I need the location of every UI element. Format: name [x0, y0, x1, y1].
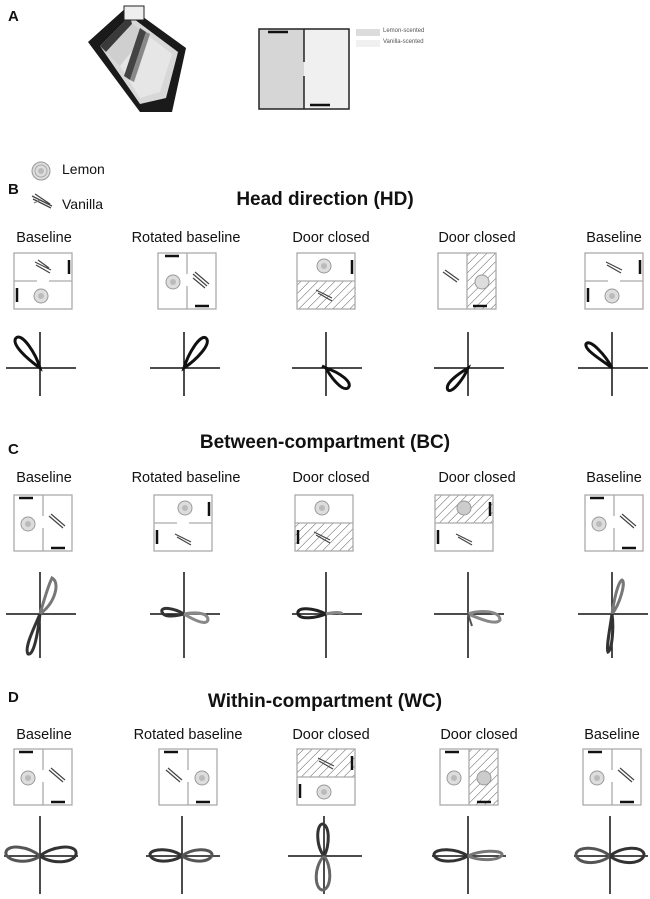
section-title-wc: Within-compartment (WC) — [207, 691, 443, 712]
column-label: Baseline — [586, 470, 642, 486]
arena-diagram — [439, 748, 499, 806]
key-vanilla-label: Vanilla — [62, 196, 103, 212]
column-label: Door closed — [438, 230, 516, 246]
polar-plot — [150, 332, 220, 396]
polar-plot — [6, 572, 76, 658]
panel-letter-d: D — [8, 689, 19, 706]
polar-plot — [578, 332, 648, 396]
column-label: Baseline — [16, 470, 72, 486]
polar-plot — [150, 572, 220, 658]
polar-plot — [292, 572, 362, 658]
column-label: Baseline — [16, 230, 72, 246]
arena-diagram — [13, 748, 73, 806]
arena-diagram — [13, 494, 73, 552]
column-label: Door closed — [438, 470, 516, 486]
legend-swatch — [356, 40, 380, 47]
legend-label: Vanilla-scented — [383, 39, 424, 45]
key-lemon-label: Lemon — [62, 161, 105, 177]
column-label: Door closed — [292, 230, 370, 246]
polar-plot — [434, 572, 504, 658]
polar-plot — [432, 816, 506, 894]
arena-diagram — [13, 252, 73, 310]
arena-3d-render — [88, 5, 186, 112]
polar-plot — [578, 572, 648, 658]
panel-letter-c: C — [8, 441, 19, 458]
vanilla-icon — [31, 193, 53, 209]
lemon-icon — [31, 161, 51, 181]
arena-diagram — [157, 252, 217, 310]
panel-letter-b: B — [8, 181, 19, 198]
column-label: Baseline — [16, 727, 72, 743]
column-label: Door closed — [292, 727, 370, 743]
polar-plot — [4, 816, 78, 894]
arena-diagram — [296, 252, 356, 310]
polar-plot — [292, 332, 362, 396]
section-title-bc: Between-compartment (BC) — [199, 432, 451, 453]
polar-plot — [146, 816, 220, 894]
panel-letter-a: A — [8, 8, 19, 25]
column-label: Baseline — [584, 727, 640, 743]
arena-diagram — [158, 748, 218, 806]
legend-swatch — [356, 29, 380, 36]
legend-label: Lemon-scented — [383, 28, 425, 34]
section-title-hd: Head direction (HD) — [236, 189, 414, 210]
polar-plot — [6, 332, 76, 396]
column-label: Rotated baseline — [131, 470, 241, 486]
column-label: Rotated baseline — [131, 230, 241, 246]
column-label: Rotated baseline — [133, 727, 243, 743]
column-label: Door closed — [292, 470, 370, 486]
polar-plot — [574, 816, 648, 894]
arena-diagram — [294, 494, 354, 552]
arena-diagram — [434, 494, 494, 552]
arena-diagram — [153, 494, 213, 552]
arena-diagram — [437, 252, 497, 310]
arena-diagram — [582, 748, 642, 806]
arena-diagram — [296, 748, 356, 806]
arena-top-view — [258, 28, 350, 110]
polar-plot — [434, 332, 504, 396]
polar-plot — [288, 816, 362, 894]
arena-diagram — [584, 252, 644, 310]
column-label: Door closed — [440, 727, 518, 743]
arena-diagram — [584, 494, 644, 552]
column-label: Baseline — [586, 230, 642, 246]
